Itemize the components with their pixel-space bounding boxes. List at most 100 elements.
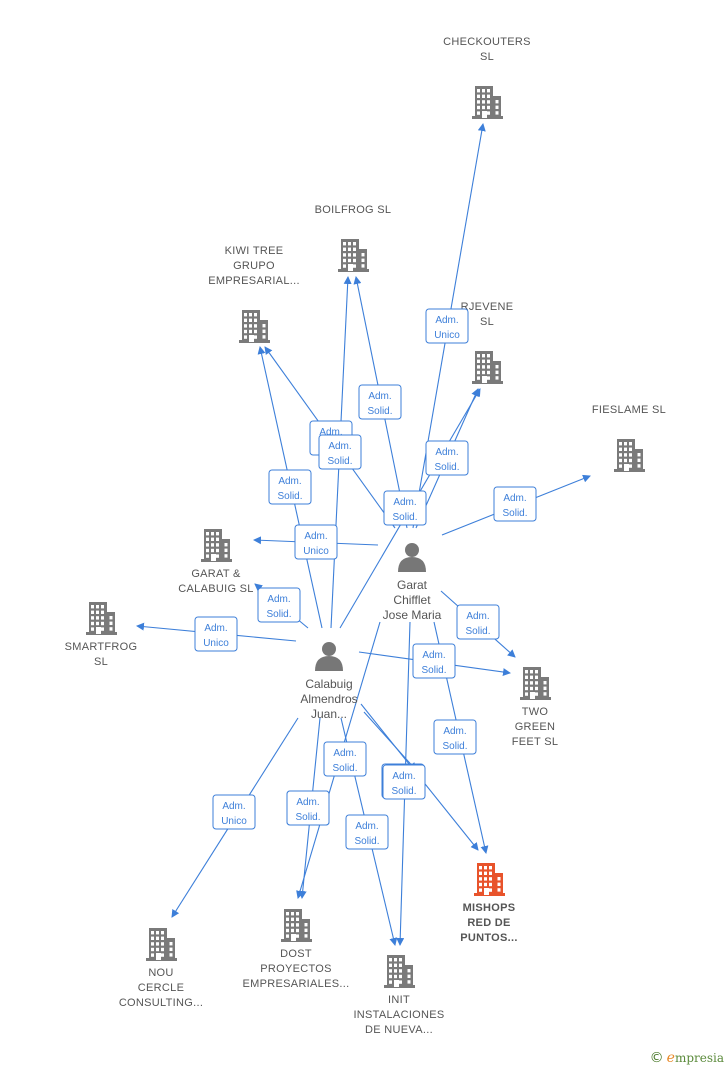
company-label: SL bbox=[480, 51, 494, 63]
edge-label-text: Adm. bbox=[392, 771, 415, 782]
company-label: SL bbox=[480, 316, 494, 328]
building-icon bbox=[614, 439, 645, 472]
company-label: RJEVENE bbox=[461, 301, 514, 313]
person-node-calabuig[interactable]: CalabuigAlmendrosJuan... bbox=[300, 642, 358, 721]
edge-label: Adm. Solid. bbox=[323, 741, 367, 777]
edge-label-text: Adm. bbox=[204, 623, 227, 634]
edge-label-text: Solid. bbox=[465, 626, 490, 637]
building-icon bbox=[472, 86, 503, 119]
edge-label-text: Adm. bbox=[368, 391, 391, 402]
brand-initial: e bbox=[666, 1050, 675, 1066]
edge-label: Adm. Solid. bbox=[383, 490, 427, 526]
edge-label: Adm. Solid. bbox=[382, 764, 426, 800]
person-icon bbox=[398, 543, 426, 572]
building-icon bbox=[86, 602, 117, 635]
edge-label-text: Adm. bbox=[333, 748, 356, 759]
edge-label-text: Adm. bbox=[466, 611, 489, 622]
company-node-twogreen[interactable]: TWO GREEN FEET SL bbox=[512, 667, 559, 748]
company-node-kiwitree[interactable]: KIWI TREEGRUPOEMPRESARIAL... bbox=[208, 245, 300, 343]
company-label: EMPRESARIALES... bbox=[243, 978, 350, 990]
footer-brand[interactable]: ©empresia bbox=[650, 1050, 724, 1066]
building-icon bbox=[338, 239, 369, 272]
edge-label-text: Solid. bbox=[277, 491, 302, 502]
edge-label-text: Adm. bbox=[278, 476, 301, 487]
edge-label-text: Solid. bbox=[392, 512, 417, 523]
edge-label-text: Solid. bbox=[295, 812, 320, 823]
edge-label: Adm. Solid. bbox=[286, 790, 330, 826]
company-label: FEET SL bbox=[512, 736, 559, 748]
person-label: Calabuig bbox=[305, 677, 352, 691]
company-label: KIWI TREE bbox=[225, 245, 284, 257]
relation-edge bbox=[363, 711, 417, 771]
building-icon bbox=[520, 667, 551, 700]
building-icon bbox=[472, 351, 503, 384]
edge-label-text: Solid. bbox=[332, 763, 357, 774]
edge-label-text: Solid. bbox=[502, 508, 527, 519]
company-label: BOILFROG SL bbox=[315, 204, 392, 216]
company-label: CONSULTING... bbox=[119, 997, 203, 1009]
company-label: DOST bbox=[280, 948, 312, 960]
company-node-mishops[interactable]: MISHOPS RED DE PUNTOS... bbox=[460, 863, 518, 944]
edge-label-text: Solid. bbox=[434, 462, 459, 473]
edge-label: Adm.Unico bbox=[294, 524, 338, 560]
edge-label-text: Adm. bbox=[222, 801, 245, 812]
edge-label: Adm. Unico bbox=[212, 794, 256, 830]
edge-label-text: Solid. bbox=[354, 836, 379, 847]
edge-label: Adm. Unico bbox=[425, 308, 469, 344]
company-label: DE NUEVA... bbox=[365, 1024, 433, 1036]
edge-label-text: Solid. bbox=[442, 741, 467, 752]
edge-label-text: Adm. bbox=[319, 427, 342, 438]
edge-label: Adm.Solid. bbox=[318, 434, 362, 470]
company-label: RED DE bbox=[467, 917, 510, 929]
company-label: GREEN bbox=[515, 721, 556, 733]
edge-label-text: Unico bbox=[203, 638, 229, 649]
company-label: TWO bbox=[522, 706, 549, 718]
company-node-rjevene[interactable]: RJEVENE SL bbox=[461, 301, 514, 384]
company-label: PROYECTOS bbox=[260, 963, 332, 975]
edge-label-text: Solid. bbox=[391, 786, 416, 797]
person-label: Jose Maria bbox=[383, 608, 442, 622]
company-node-boilfrog[interactable]: BOILFROG SL bbox=[315, 204, 392, 272]
building-icon bbox=[239, 310, 270, 343]
person-label: Chifflet bbox=[393, 593, 431, 607]
edge-labels-layer: Adm.UnicoAdm.Solid.Adm.Solid.Adm.Solid.A… bbox=[194, 308, 537, 850]
edge-label-text: Adm. bbox=[296, 797, 319, 808]
person-label: Garat bbox=[397, 578, 428, 592]
company-node-init[interactable]: INIT INSTALACIONES DE NUEVA... bbox=[353, 955, 444, 1036]
edge-label-text: Unico bbox=[303, 546, 329, 557]
building-icon bbox=[146, 928, 177, 961]
building-icon bbox=[281, 909, 312, 942]
edge-label-text: Adm. bbox=[435, 315, 458, 326]
company-node-garatcalabuig[interactable]: GARAT &CALABUIG SL bbox=[178, 529, 253, 595]
company-node-dost[interactable]: DOST PROYECTOS EMPRESARIALES... bbox=[243, 909, 350, 990]
edge-label-text: Adm. bbox=[443, 726, 466, 737]
person-icon bbox=[315, 642, 343, 671]
edge-label-text: Solid. bbox=[367, 406, 392, 417]
building-icon bbox=[384, 955, 415, 988]
edge-label-text: Unico bbox=[434, 330, 460, 341]
company-label: MISHOPS bbox=[463, 902, 516, 914]
edge-label: Adm.Solid. bbox=[257, 587, 301, 623]
edge-label-text: Adm. bbox=[393, 497, 416, 508]
edge-label-text: Solid. bbox=[266, 609, 291, 620]
edge-label: Adm.Solid. bbox=[345, 814, 389, 850]
building-icon bbox=[474, 863, 505, 896]
company-node-fieslame[interactable]: FIESLAME SL bbox=[592, 404, 666, 472]
edge-label: Adm.Solid. bbox=[425, 440, 469, 476]
company-node-nou[interactable]: NOUCERCLECONSULTING... bbox=[119, 928, 203, 1009]
edge-label-text: Solid. bbox=[421, 665, 446, 676]
building-icon bbox=[201, 529, 232, 562]
company-label: INSTALACIONES bbox=[353, 1009, 444, 1021]
edge-label-text: Unico bbox=[221, 816, 247, 827]
company-label: INIT bbox=[388, 994, 410, 1006]
company-label: GARAT & bbox=[191, 568, 241, 580]
company-label: FIESLAME SL bbox=[592, 404, 666, 416]
company-label: GRUPO bbox=[233, 260, 275, 272]
edge-label-text: Adm. bbox=[422, 650, 445, 661]
company-label: PUNTOS... bbox=[460, 932, 518, 944]
edge-label-text: Adm. bbox=[328, 441, 351, 452]
